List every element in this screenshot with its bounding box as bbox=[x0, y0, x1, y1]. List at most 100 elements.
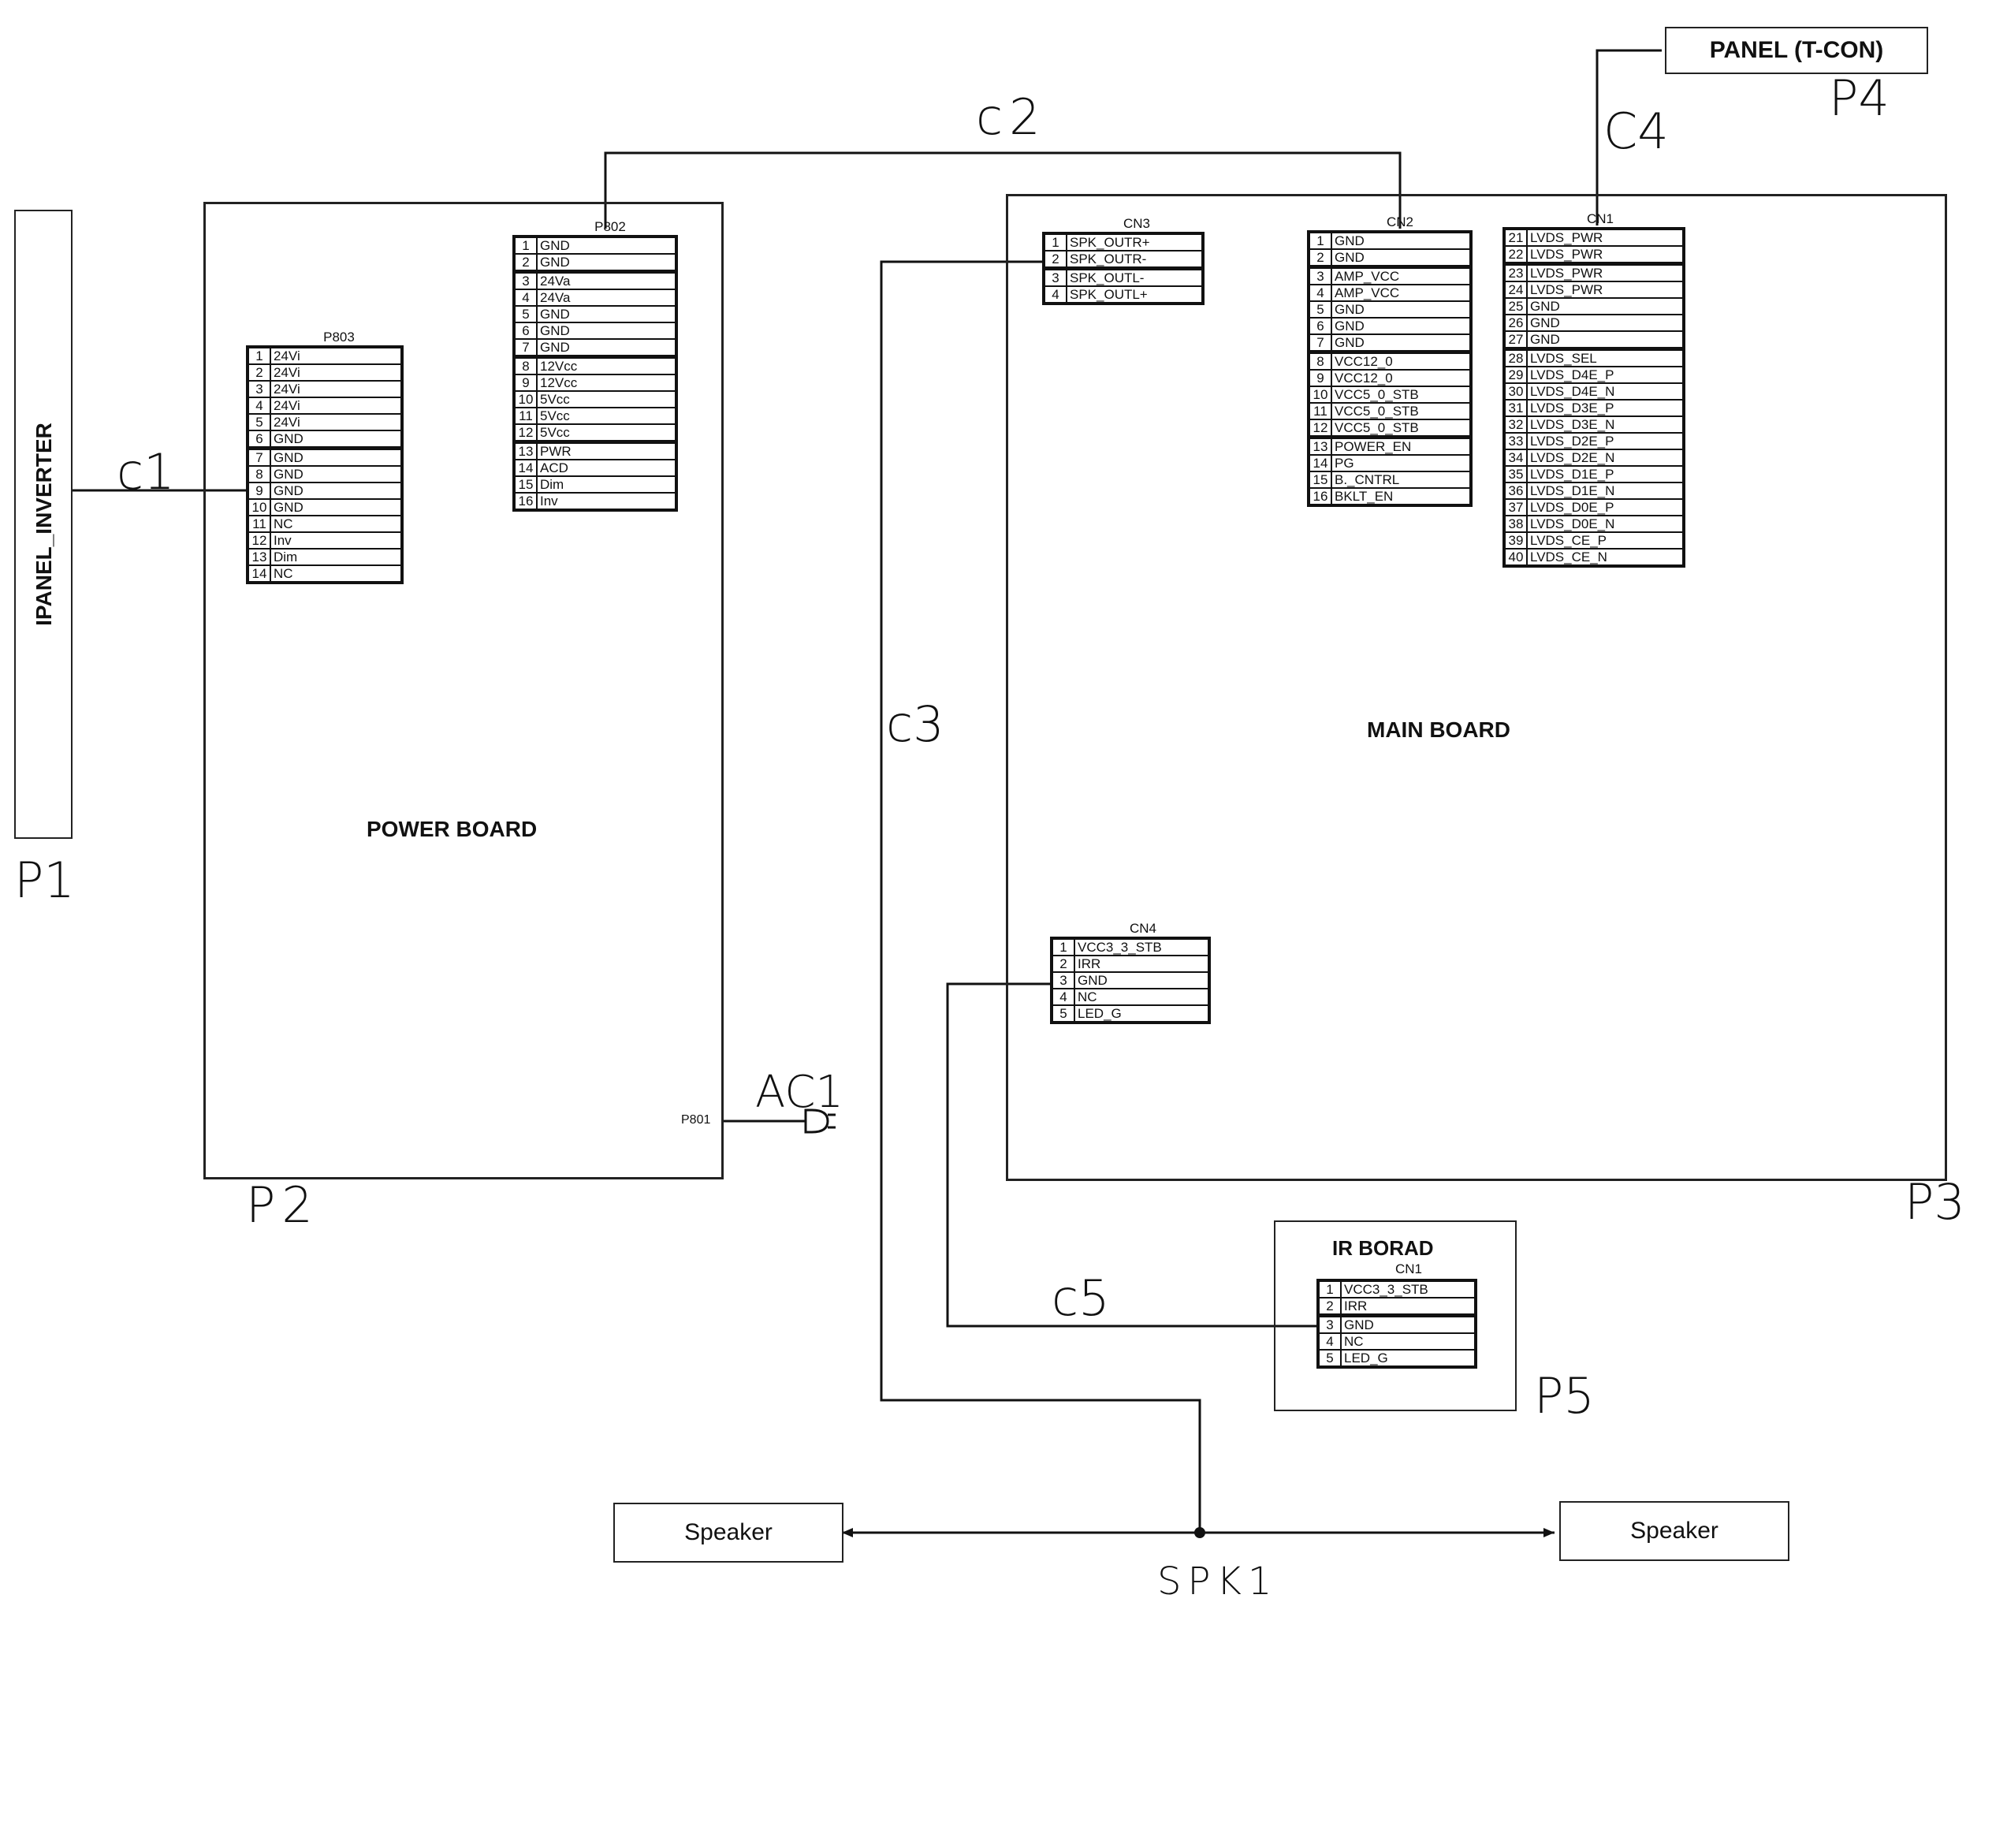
pin-number: 1 bbox=[1317, 1280, 1342, 1298]
pin-number: 5 bbox=[1051, 1004, 1075, 1023]
pin-signal: GND bbox=[1331, 231, 1472, 250]
pin-signal: 24Vi bbox=[270, 346, 403, 365]
pin-signal: NC bbox=[270, 564, 403, 583]
pin-number: 23 bbox=[1503, 262, 1528, 282]
pin-signal: GND bbox=[270, 482, 403, 500]
pin-signal: GND bbox=[536, 253, 677, 273]
pin-number: 14 bbox=[1308, 454, 1332, 472]
pin-signal: GND bbox=[1331, 333, 1472, 353]
pin-number: 9 bbox=[247, 482, 271, 500]
speaker-right: Speaker bbox=[1559, 1501, 1789, 1561]
pin-signal: LVDS_D0E_P bbox=[1526, 498, 1685, 516]
pin-signal: VCC3_3_STB bbox=[1340, 1280, 1476, 1298]
plug-body bbox=[804, 1108, 829, 1134]
label-c5: c5 bbox=[1052, 1269, 1110, 1327]
pin-signal: LVDS_D4E_P bbox=[1526, 366, 1685, 384]
pin-signal: GND bbox=[536, 305, 677, 323]
pin-signal: SPK_OUTR- bbox=[1066, 250, 1204, 270]
pin-signal: IRR bbox=[1074, 955, 1210, 973]
pin-signal: VCC5_0_STB bbox=[1331, 386, 1472, 404]
pin-number: 13 bbox=[513, 440, 538, 460]
pin-signal: VCC5_0_STB bbox=[1331, 402, 1472, 420]
pin-signal: GND bbox=[270, 430, 403, 449]
pin-number: 12 bbox=[1308, 419, 1332, 438]
pin-signal: GND bbox=[1526, 297, 1685, 315]
pin-signal: GND bbox=[536, 338, 677, 358]
pin-signal: LVDS_PWR bbox=[1526, 262, 1685, 282]
pin-number: 2 bbox=[1051, 955, 1075, 973]
pin-number: 10 bbox=[513, 390, 538, 408]
label-c4: C4 bbox=[1603, 102, 1669, 160]
ir-board-title: IR BORAD bbox=[1332, 1236, 1434, 1260]
pin-signal: GND bbox=[1526, 314, 1685, 332]
pin-signal: 12Vcc bbox=[536, 374, 677, 392]
pin-number: 6 bbox=[513, 322, 538, 340]
pin-signal: GND bbox=[270, 446, 403, 467]
pin-signal: LVDS_CE_P bbox=[1526, 531, 1685, 550]
pin-signal: LVDS_PWR bbox=[1526, 245, 1685, 265]
ir-cn1-label: CN1 bbox=[1394, 1261, 1422, 1276]
pin-number: 3 bbox=[513, 270, 538, 290]
pin-signal: NC bbox=[270, 515, 403, 533]
pin-number: 21 bbox=[1503, 228, 1528, 247]
pin-signal: LVDS_PWR bbox=[1526, 281, 1685, 299]
pin-number: 1 bbox=[1043, 233, 1067, 251]
pin-number: 28 bbox=[1503, 347, 1528, 367]
pin-signal: GND bbox=[536, 236, 677, 255]
pin-number: 1 bbox=[513, 236, 538, 255]
pin-number: 3 bbox=[1317, 1313, 1342, 1334]
pin-signal: 24Va bbox=[536, 270, 677, 290]
wire-c4 bbox=[1596, 49, 1662, 225]
pin-number: 16 bbox=[513, 492, 538, 511]
pin-number: 4 bbox=[247, 397, 271, 415]
label-p4: P4 bbox=[1829, 69, 1890, 127]
pin-signal: 5Vcc bbox=[536, 423, 677, 443]
pin-number: 39 bbox=[1503, 531, 1528, 550]
pin-number: 13 bbox=[247, 548, 271, 566]
label-c3: c3 bbox=[886, 695, 944, 753]
wire-c3 bbox=[880, 260, 1201, 1533]
pin-signal: LVDS_D1E_N bbox=[1526, 482, 1685, 500]
pin-number: 34 bbox=[1503, 449, 1528, 467]
pin-number: 13 bbox=[1308, 435, 1332, 456]
cn3-label: CN3 bbox=[1123, 216, 1150, 231]
cn4-label: CN4 bbox=[1129, 921, 1156, 936]
pin-number: 5 bbox=[247, 413, 271, 431]
pin-signal: NC bbox=[1074, 988, 1210, 1006]
pin-signal: LVDS_D4E_N bbox=[1526, 382, 1685, 401]
cn2-label: CN2 bbox=[1386, 214, 1413, 229]
